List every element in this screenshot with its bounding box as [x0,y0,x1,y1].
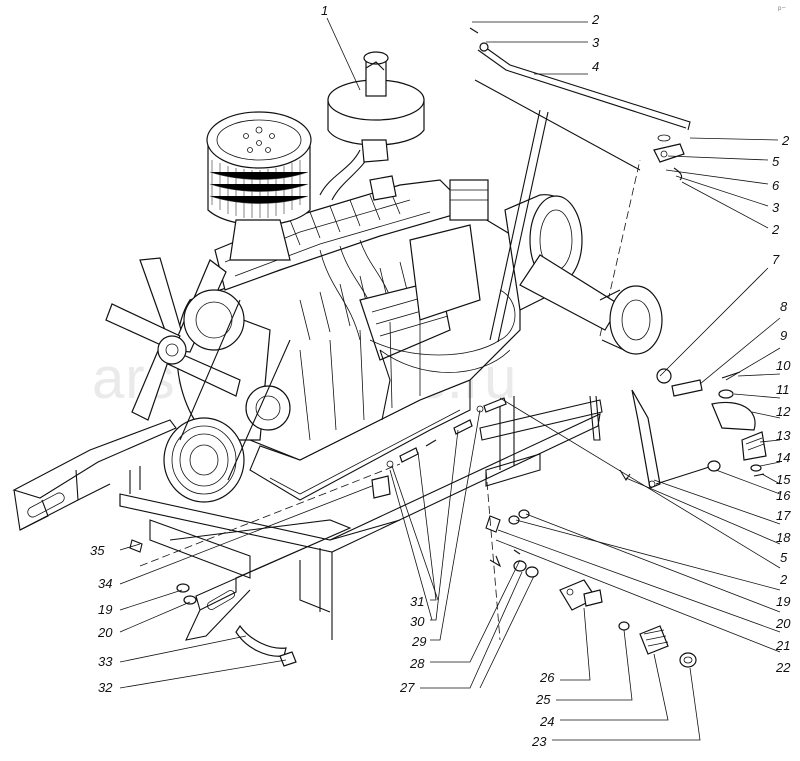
callout-2: 2 [779,572,788,587]
callout-10: 10 [776,358,791,373]
callout-21: 21 [775,638,790,653]
callout-20: 20 [97,625,113,640]
callout-18: 18 [776,530,791,545]
callout-34: 34 [98,576,112,591]
callout-2: 2 [781,133,790,148]
callout-32: 32 [98,680,113,695]
callout-2: 2 [591,12,600,27]
crank-pulley [163,289,291,503]
callout-20: 20 [775,616,791,631]
callout-19: 19 [776,594,790,609]
control-rod [469,27,691,343]
pre-cleaner [327,51,425,163]
callout-17: 17 [776,508,791,523]
callout-8: 8 [780,299,788,314]
callout-11: 11 [776,382,790,397]
callout-3: 3 [772,200,780,215]
callout-31: 31 [410,594,424,609]
lower-fittings [559,579,697,668]
callout-4: 4 [592,59,599,74]
callout-5: 5 [780,550,788,565]
callout-24: 24 [539,714,554,729]
callout-13: 13 [776,428,791,443]
callout-25: 25 [535,692,551,707]
callout-35: 35 [90,543,105,558]
callout-7: 7 [772,252,780,267]
callout-33: 33 [98,654,113,669]
callout-30: 30 [410,614,425,629]
callout-15: 15 [776,472,791,487]
callout-9: 9 [780,328,787,343]
callout-27: 27 [399,680,415,695]
leader-lines [119,17,781,741]
callout-16: 16 [776,488,791,503]
callout-5: 5 [772,154,780,169]
callout-23: 23 [531,734,547,749]
callout-19: 19 [98,602,112,617]
lower-left-hardware [129,539,297,667]
callout-labels: 1 2 3 4 2 5 6 3 2 7 8 9 10 11 12 13 14 1… [90,3,791,749]
callout-1: 1 [321,3,328,18]
corner-mark: ᵖ⁻ [778,4,786,14]
callout-14: 14 [776,450,790,465]
callout-3: 3 [592,35,600,50]
center-hardware [371,397,539,578]
callout-26: 26 [539,670,555,685]
callout-12: 12 [776,404,791,419]
callout-28: 28 [409,656,425,671]
frame-stand [12,159,641,641]
right-hardware [619,368,767,489]
callout-29: 29 [411,634,426,649]
air-filter [206,111,312,261]
callout-6: 6 [772,178,780,193]
callout-2: 2 [771,222,780,237]
callout-22: 22 [775,660,791,675]
flywheel-shaft [504,194,663,355]
